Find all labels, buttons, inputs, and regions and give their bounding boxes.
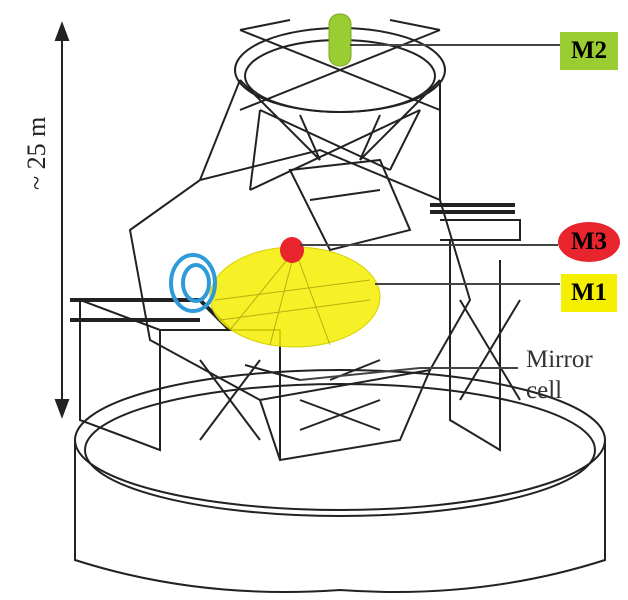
m2-secondary-mirror xyxy=(328,13,352,67)
height-arrow xyxy=(54,21,70,419)
mirror-cell-label-line1: Mirror xyxy=(526,346,593,373)
serrurier-truss xyxy=(199,79,441,200)
right-platform xyxy=(440,219,521,452)
m3-tertiary-mirror xyxy=(280,237,304,263)
m4-blue-mirror xyxy=(169,253,217,313)
m1-label: M1 xyxy=(561,274,617,312)
mirror-cell-leader xyxy=(299,367,518,381)
m3-label: M3 xyxy=(558,222,620,262)
mirror-cell-label-line2: cell xyxy=(526,377,563,404)
base-top xyxy=(74,369,606,511)
m2-label: M2 xyxy=(560,32,618,70)
center-section xyxy=(128,148,472,402)
height-scale-label: ~ 25 m xyxy=(22,116,51,190)
